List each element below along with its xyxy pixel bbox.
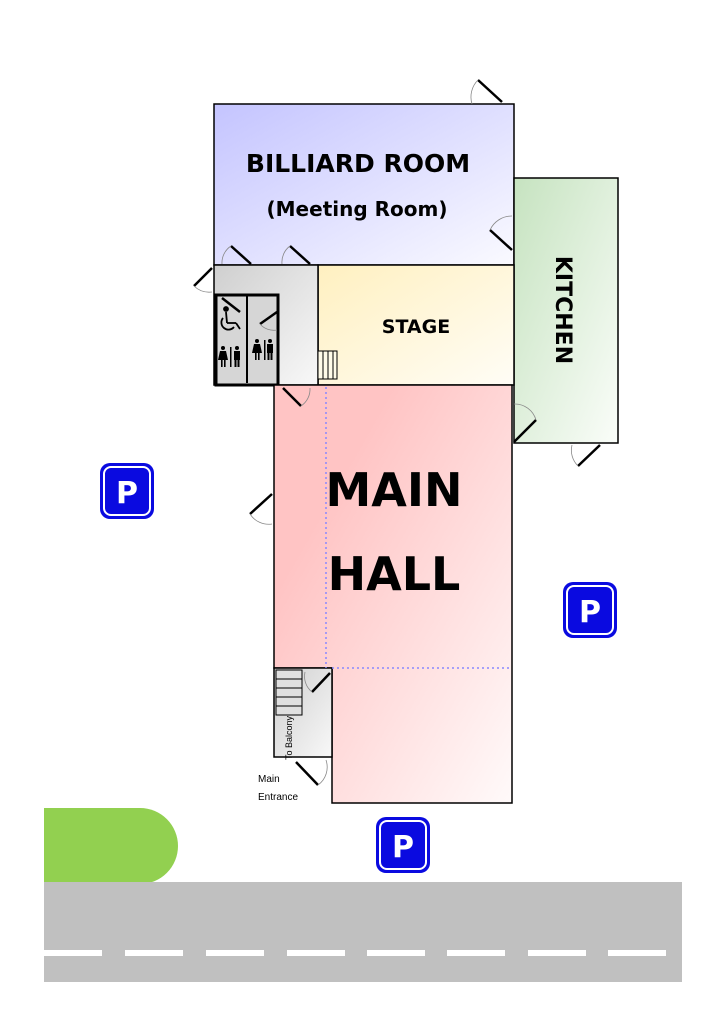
entrance-label-line1: Main: [258, 774, 280, 785]
parking-label: P: [392, 830, 414, 865]
billiard-room-title: BILLIARD ROOM: [246, 149, 470, 178]
billiard-room-subtitle: (Meeting Room): [267, 197, 448, 221]
road-markings: [44, 950, 666, 956]
stage-title: STAGE: [382, 316, 450, 338]
stage-steps-icon: [317, 350, 338, 380]
main-hall-title-line1: MAIN: [326, 463, 463, 517]
kitchen-title: KITCHEN: [550, 256, 575, 364]
entrance-label-line2: Entrance: [258, 792, 298, 803]
parking-label: P: [116, 476, 138, 511]
grass-area: [44, 808, 178, 884]
stairs-label: To Balcony: [284, 715, 294, 760]
toilet-icon: [252, 339, 273, 360]
main-hall-title-line2: HALL: [328, 547, 461, 601]
wheelchair-icon: [220, 306, 241, 331]
toilet-icon: [218, 346, 240, 367]
parking-label: P: [579, 595, 601, 630]
billiard-room[interactable]: [213, 103, 515, 266]
road: [44, 882, 682, 982]
kitchen[interactable]: [513, 177, 619, 444]
parking-icon: P: [100, 463, 154, 519]
stairs-icon: [275, 669, 303, 716]
door-icon: [193, 79, 601, 786]
parking-icon: P: [376, 817, 430, 873]
parking-icon: P: [563, 582, 617, 638]
